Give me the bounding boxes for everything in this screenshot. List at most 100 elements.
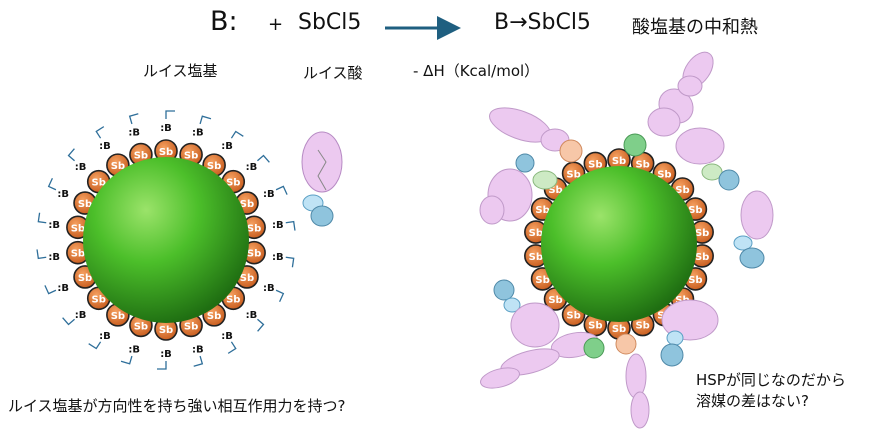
alkyl-chain bbox=[67, 148, 75, 162]
sb-site-label: Sb bbox=[566, 311, 580, 322]
left-bound-bases: :B :B :B :B :B :B :B :B :B :B :B :B :B :B :B :B :B :B :B :B… bbox=[36, 110, 296, 370]
alkyl-chain bbox=[37, 212, 47, 224]
bound-base-label: :B bbox=[221, 141, 233, 152]
alkyl-chain bbox=[227, 341, 237, 354]
bound-base-label: :B bbox=[75, 310, 87, 321]
sb-site-label: Sb bbox=[675, 185, 689, 196]
delta-h-label: - ΔH（Kcal/mol） bbox=[413, 62, 540, 80]
bound-base-label: :B bbox=[75, 162, 87, 173]
bound-base-label: :B bbox=[128, 344, 140, 355]
alkyl-chain bbox=[285, 220, 296, 231]
alkyl-chain bbox=[165, 110, 175, 119]
sb-site-label: Sb bbox=[695, 228, 709, 239]
sb-site-label: Sb bbox=[535, 205, 549, 216]
sb-site-label: Sb bbox=[226, 294, 240, 305]
bound-base-label: :B bbox=[160, 349, 172, 360]
bound-base-label: :B bbox=[48, 252, 60, 263]
alkyl-chain bbox=[128, 113, 139, 125]
alkyl-chain bbox=[285, 256, 295, 268]
bound-base-label: :B bbox=[246, 162, 258, 173]
left-particle-core bbox=[83, 157, 249, 323]
sb-site-label: Sb bbox=[184, 321, 198, 332]
right-question-line1: HSPが同じなのだから bbox=[696, 371, 846, 389]
bound-base-label: :B bbox=[57, 283, 69, 294]
bound-base-label: :B bbox=[192, 344, 204, 355]
bound-base-label: :B bbox=[272, 252, 284, 263]
bound-base-label: :B bbox=[221, 331, 233, 342]
alkyl-chain bbox=[193, 355, 204, 367]
bound-base-label: :B bbox=[99, 141, 111, 152]
sb-site-label: Sb bbox=[184, 151, 198, 162]
sb-site-label: Sb bbox=[159, 147, 173, 158]
sb-site-label: Sb bbox=[111, 311, 125, 322]
bound-base-label: :B bbox=[57, 189, 69, 200]
sb-site-label: Sb bbox=[247, 249, 261, 260]
reagent-formula: SbCl5 bbox=[298, 10, 362, 35]
alkyl-chain bbox=[120, 355, 133, 365]
alkyl-chain bbox=[275, 289, 285, 303]
left-solvent-molecule bbox=[301, 131, 343, 227]
lewis-acid-label: ルイス酸 bbox=[303, 64, 363, 82]
sb-site-label: Sb bbox=[688, 275, 702, 286]
sb-site-label: Sb bbox=[240, 199, 254, 210]
sb-site-label: Sb bbox=[207, 161, 221, 172]
sb-site-label: Sb bbox=[247, 223, 261, 234]
sb-site-label: Sb bbox=[535, 275, 549, 286]
alkyl-chain bbox=[257, 154, 270, 163]
heat-label: 酸塩基の中和熱 bbox=[632, 17, 758, 38]
sb-site-label: Sb bbox=[111, 161, 125, 172]
product-formula: B→SbCl5 bbox=[494, 10, 591, 35]
plus-sign: + bbox=[268, 14, 284, 35]
alkyl-chain bbox=[157, 361, 167, 370]
bound-base-label: :B bbox=[99, 331, 111, 342]
sb-site-label: Sb bbox=[529, 228, 543, 239]
sb-site-label: Sb bbox=[612, 324, 626, 335]
right-question: HSPが同じなのだから 溶媒の差はない? bbox=[696, 370, 846, 412]
bound-base-label: :B bbox=[246, 310, 258, 321]
alkyl-chain bbox=[275, 185, 288, 195]
sb-site-label: Sb bbox=[529, 252, 543, 263]
sb-site-label: Sb bbox=[226, 178, 240, 189]
right-particle-core bbox=[541, 166, 697, 322]
bound-base-label: :B bbox=[263, 189, 275, 200]
right-solvent-molecules bbox=[479, 51, 774, 429]
sb-site-label: Sb bbox=[566, 169, 580, 180]
bound-base-label: :B bbox=[192, 128, 204, 139]
sb-site-label: Sb bbox=[612, 156, 626, 167]
alkyl-chain bbox=[44, 285, 57, 295]
alkyl-chain bbox=[36, 249, 47, 260]
alkyl-chain bbox=[62, 317, 75, 326]
bound-base-label: :B bbox=[128, 128, 140, 139]
sb-site-label: Sb bbox=[92, 294, 106, 305]
sb-site-label: Sb bbox=[134, 151, 148, 162]
sb-site-label: Sb bbox=[657, 169, 671, 180]
bound-base-label: :B bbox=[272, 220, 284, 231]
left-question: ルイス塩基が方向性を持ち強い相互作用力を持つ? bbox=[8, 397, 346, 415]
alkyl-chain bbox=[47, 177, 57, 191]
sb-site-label: Sb bbox=[240, 273, 254, 284]
sb-site-label: Sb bbox=[588, 159, 602, 170]
sb-site-label: Sb bbox=[134, 321, 148, 332]
bound-base-label: :B bbox=[160, 123, 172, 134]
sb-site-label: Sb bbox=[92, 178, 106, 189]
sb-site-label: Sb bbox=[159, 325, 173, 336]
lewis-base-symbol: B: bbox=[210, 6, 238, 37]
alkyl-chain bbox=[95, 126, 105, 139]
sb-site-label: Sb bbox=[688, 205, 702, 216]
bound-base-label: :B bbox=[263, 283, 275, 294]
sb-site-label: Sb bbox=[635, 159, 649, 170]
bound-base-label: :B bbox=[48, 220, 60, 231]
right-question-line2: 溶媒の差はない? bbox=[696, 392, 809, 410]
sb-site-label: Sb bbox=[635, 321, 649, 332]
alkyl-chain bbox=[199, 115, 212, 125]
alkyl-chain bbox=[88, 341, 102, 350]
sb-site-label: Sb bbox=[78, 273, 92, 284]
lewis-base-label: ルイス塩基 bbox=[143, 62, 218, 80]
sb-site-label: Sb bbox=[207, 311, 221, 322]
sb-site-label: Sb bbox=[548, 295, 562, 306]
alkyl-chain bbox=[257, 318, 265, 332]
alkyl-chain bbox=[230, 130, 244, 139]
